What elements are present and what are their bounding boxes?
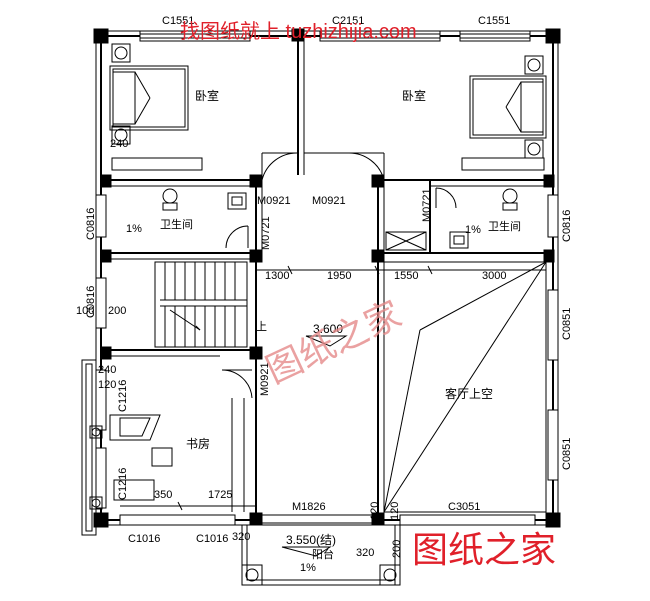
bed-right [469,55,547,159]
door-swings [221,152,385,399]
window-c1216-b: C1216 [117,468,129,500]
radiator-hatch [111,157,545,171]
door-m1826: M1826 [292,501,326,513]
window-c1016-a: C1016 [128,533,160,545]
window-c0816-right: C0816 [561,210,573,242]
watermark-bottom-right: 图纸之家 [412,530,556,571]
room-living-void: 客厅上空 [445,386,493,401]
dim-3000: 3000 [482,270,506,282]
bath-fixtures-left [162,188,249,249]
watermark-top: 找图纸就上 tuzhizhijia.com [180,20,417,43]
dim-1300: 1300 [265,270,289,282]
window-c1016-b: C1016 [196,533,228,545]
dim-320-a: 320 [232,531,250,543]
slope-right: 1% [465,224,481,236]
elevation-marks [281,335,348,557]
elevation-balcony: 3.550(结) [286,533,336,547]
door-m0921-study: M0921 [259,362,271,396]
stair-up-label: 上 [256,320,267,333]
bath-fixtures-right [385,187,518,251]
dim-120-b: 120 [369,502,381,520]
window-c1551-right: C1551 [478,15,510,27]
room-bath-left: 卫生间 [160,217,193,231]
door-m0721-right: M0721 [421,188,433,222]
window-c0816-left-mid: C0816 [85,286,97,318]
elevation-main: 3.600 [313,322,343,336]
dim-200-left: 200 [108,305,126,317]
window-c0851-b: C0851 [561,438,573,470]
dim-1725: 1725 [208,489,232,501]
dimension-lines [120,265,546,585]
study-desk [109,414,173,501]
void-lines [231,261,547,513]
dim-320-b: 320 [356,547,374,559]
room-bedroom-right: 卧室 [402,88,426,103]
dim-240-top: 240 [110,138,128,150]
room-bedroom-left: 卧室 [195,88,219,103]
window-c2151: C2151 [332,15,364,27]
dim-1550: 1550 [394,270,418,282]
labels: C1551 C2151 C1551 卧室 卧室 卫生间 卫生间 客厅上空 书房 … [76,15,573,574]
room-bath-right: 卫生间 [488,219,521,233]
dim-100: 100 [76,305,94,317]
door-m0721-left: M0721 [260,216,272,250]
window-c3051: C3051 [448,501,480,513]
slope-left: 1% [126,223,142,235]
stair [154,261,248,348]
bed-left [109,43,189,145]
left-bay [81,359,109,536]
window-c0851-a: C0851 [561,308,573,340]
window-c1216-a: C1216 [117,380,129,412]
dim-350: 350 [154,489,172,501]
room-study: 书房 [186,436,210,451]
window-c0816-left-top: C0816 [85,208,97,240]
door-m0921-a: M0921 [257,195,291,207]
room-balcony: 阳台 [312,547,334,561]
dim-240-left: 240 [98,364,116,376]
slope-balcony: 1% [300,562,316,574]
dim-120-c: 120 [389,502,401,520]
door-m0921-b: M0921 [312,195,346,207]
dim-1950: 1950 [327,270,351,282]
dim-200-bottom: 200 [391,540,403,558]
dim-120-a: 120 [98,379,116,391]
watermark-mid: 图纸之家 [260,294,408,392]
window-c1551-left: C1551 [162,15,194,27]
